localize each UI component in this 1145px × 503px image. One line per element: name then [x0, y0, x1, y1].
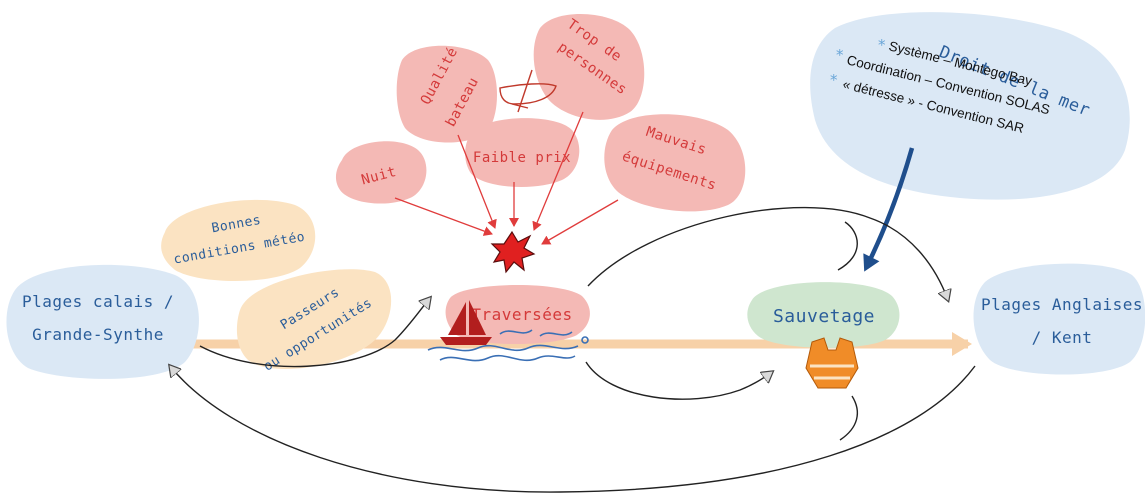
- anglaises-bubble: Plages Anglaises / Kent: [974, 264, 1145, 375]
- bullet-icon: *: [836, 46, 844, 64]
- bullet-icon: *: [830, 71, 838, 89]
- nuit-bubble: Nuit: [336, 141, 426, 203]
- sauvetage-branch-arrow: [838, 222, 857, 270]
- traversees-to-anglaises-arrow: [588, 208, 948, 300]
- faible-prix-label: Faible prix: [473, 150, 571, 166]
- nuit-arrow: [395, 198, 492, 234]
- sauvetage-return-branch: [840, 396, 857, 440]
- return-to-calais-arrow: [170, 366, 975, 492]
- droit-de-la-mer-bubble: Droit de la mer * * * Système – Montego …: [810, 12, 1130, 200]
- anglaises-label-line2: / Kent: [1032, 328, 1093, 347]
- anglaises-label-line1: Plages Anglaises: [981, 295, 1143, 314]
- mauvais-equipements-bubble: Mauvais équipements: [604, 114, 745, 211]
- passeurs-bubble: Passeurs ou opportunités: [237, 269, 391, 374]
- calais-label-line1: Plages calais /: [22, 292, 174, 311]
- explosion-icon: [492, 232, 534, 272]
- faible-prix-bubble: Faible prix: [465, 118, 579, 187]
- sauvetage-label: Sauvetage: [773, 306, 875, 327]
- calais-label-line2: Grande-Synthe: [32, 325, 164, 344]
- mauvais-arrow: [542, 200, 618, 244]
- traversees-to-sauvetage-arrow: [586, 362, 772, 399]
- meteo-bubble: Bonnes conditions météo: [161, 200, 315, 281]
- traversees-label: Traversées: [471, 305, 572, 324]
- trop-de-personnes-bubble: Trop de personnes: [534, 14, 645, 120]
- traversees-bubble: Traversées: [446, 285, 590, 344]
- bullet-icon: *: [878, 36, 886, 54]
- calais-bubble: Plages calais / Grande-Synthe: [6, 265, 198, 379]
